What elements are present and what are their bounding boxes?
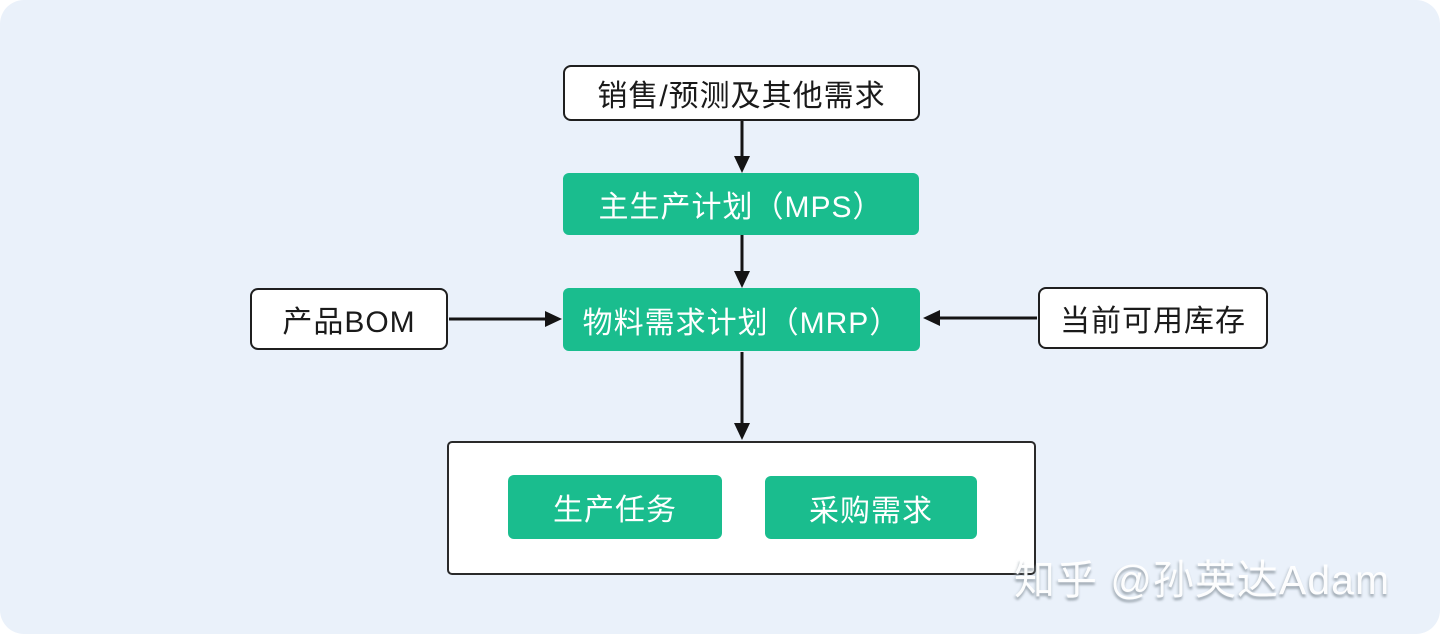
arrow-demand-to-mps: [734, 121, 750, 173]
node-purchase-demand: 采购需求: [765, 476, 977, 539]
node-label: 产品BOM: [282, 306, 416, 339]
arrow-mrp-to-output-group: [734, 352, 750, 440]
node-production-task: 生产任务: [508, 475, 722, 539]
node-product-bom: 产品BOM: [250, 288, 448, 350]
arrow-mps-to-mrp: [734, 235, 750, 288]
arrow-bom-to-mrp: [449, 311, 562, 327]
arrow-inventory-to-mrp: [923, 310, 1037, 326]
node-label: 采购需求: [809, 494, 933, 528]
node-label: 销售/预测及其他需求: [597, 80, 886, 113]
node-label: 当前可用库存: [1060, 305, 1246, 338]
node-label: 物料需求计划（MRP）: [582, 306, 901, 340]
node-material-requirements-planning: 物料需求计划（MRP）: [563, 288, 920, 351]
zhihu-watermark: 知乎 @孙英达Adam: [1014, 557, 1391, 603]
node-available-inventory: 当前可用库存: [1038, 287, 1268, 349]
node-label: 主生产计划（MPS）: [598, 191, 884, 224]
node-label: 生产任务: [553, 494, 677, 527]
node-master-production-schedule: 主生产计划（MPS）: [563, 173, 919, 235]
node-sales-forecast-demand: 销售/预测及其他需求: [563, 65, 920, 121]
